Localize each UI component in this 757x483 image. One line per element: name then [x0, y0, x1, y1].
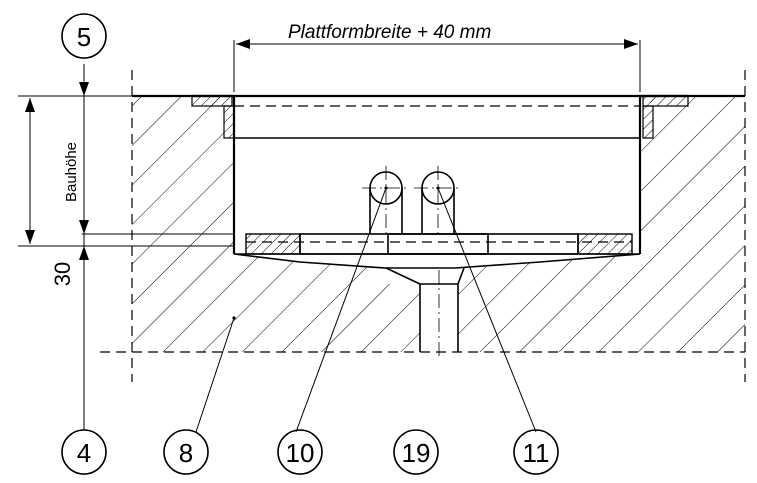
height-dimension — [18, 64, 234, 430]
svg-text:11: 11 — [523, 438, 550, 468]
width-dimension — [233, 39, 641, 92]
svg-text:8: 8 — [179, 438, 193, 468]
bottom-dimension-label: 30 — [50, 262, 75, 286]
svg-text:4: 4 — [77, 438, 91, 468]
callout-8: 8 — [163, 429, 209, 475]
width-dimension-label: Plattformbreite + 40 mm — [288, 22, 491, 43]
leader-lines — [195, 186, 537, 433]
drain-pipe — [385, 267, 465, 360]
svg-text:19: 19 — [402, 438, 431, 468]
callout-4: 4 — [61, 429, 107, 475]
svg-text:10: 10 — [286, 438, 315, 468]
callout-10: 10 — [277, 429, 323, 475]
callout-19: 19 — [393, 429, 439, 475]
base-plates — [245, 233, 633, 255]
height-dimension-label: Bauhöhe — [63, 142, 80, 202]
pipe-11 — [414, 166, 462, 236]
callout-5: 5 — [61, 13, 107, 59]
svg-text:5: 5 — [77, 22, 91, 52]
callout-11: 11 — [513, 429, 559, 475]
pipe-10 — [362, 166, 410, 236]
